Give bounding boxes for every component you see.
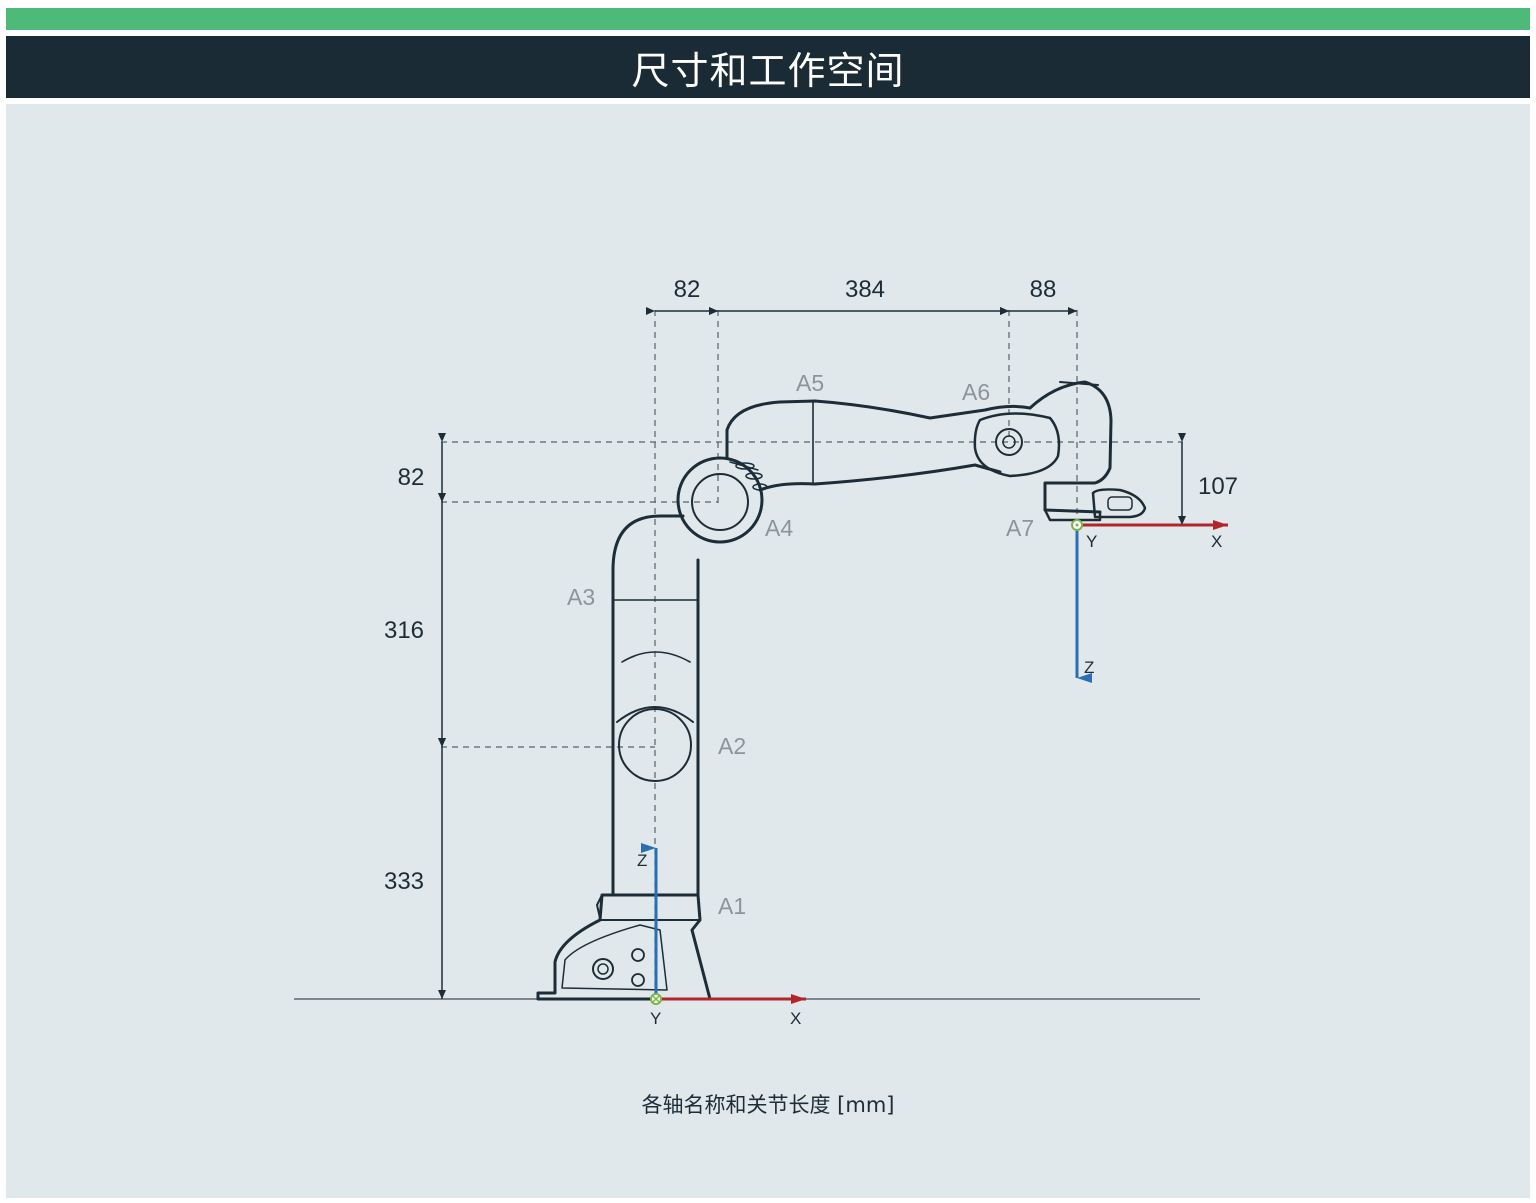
flange-x-label: X bbox=[1211, 532, 1222, 551]
base-y-label: Y bbox=[650, 1009, 661, 1028]
flange-y-label: Y bbox=[1086, 532, 1097, 551]
joint-a2 bbox=[618, 708, 692, 782]
flange-z-label: Z bbox=[1084, 658, 1094, 677]
axis-label-a2: A2 bbox=[718, 733, 746, 759]
base-z-label: Z bbox=[637, 851, 647, 870]
dim-label-107: 107 bbox=[1198, 473, 1238, 500]
vertical-dimension-lines bbox=[438, 433, 1186, 999]
reference-lines bbox=[441, 310, 1183, 995]
dim-label-82-left: 82 bbox=[398, 464, 425, 491]
dim-label-333: 333 bbox=[384, 868, 424, 895]
dim-label-88: 88 bbox=[1030, 276, 1057, 303]
dim-label-316: 316 bbox=[384, 617, 424, 644]
robot-upper-arm bbox=[725, 399, 1032, 460]
axis-label-a7: A7 bbox=[1006, 515, 1034, 541]
joint-a4 bbox=[676, 456, 764, 544]
diagram-panel bbox=[6, 104, 1530, 1198]
axis-label-a4: A4 bbox=[765, 515, 793, 541]
dim-label-82-top: 82 bbox=[674, 276, 701, 303]
accent-bar bbox=[6, 8, 1530, 30]
axis-label-a1: A1 bbox=[718, 893, 746, 919]
diagram-caption: 各轴名称和关节长度 [mm] bbox=[641, 1093, 895, 1117]
base-x-label: X bbox=[790, 1009, 801, 1028]
robot-lower-column bbox=[611, 514, 685, 897]
robot-arm bbox=[536, 380, 1147, 1001]
title-bar: 尺寸和工作空间 bbox=[6, 36, 1530, 98]
axis-label-a5: A5 bbox=[796, 370, 824, 396]
robot-base bbox=[536, 893, 712, 1001]
page-title: 尺寸和工作空间 bbox=[631, 48, 905, 93]
dim-label-384: 384 bbox=[845, 276, 885, 303]
base-coordinate-frame bbox=[641, 843, 806, 1005]
axis-label-a6: A6 bbox=[962, 379, 990, 405]
flange-coordinate-frame bbox=[1071, 519, 1228, 683]
joint-a6 bbox=[973, 412, 1061, 478]
axis-label-a3: A3 bbox=[567, 584, 595, 610]
